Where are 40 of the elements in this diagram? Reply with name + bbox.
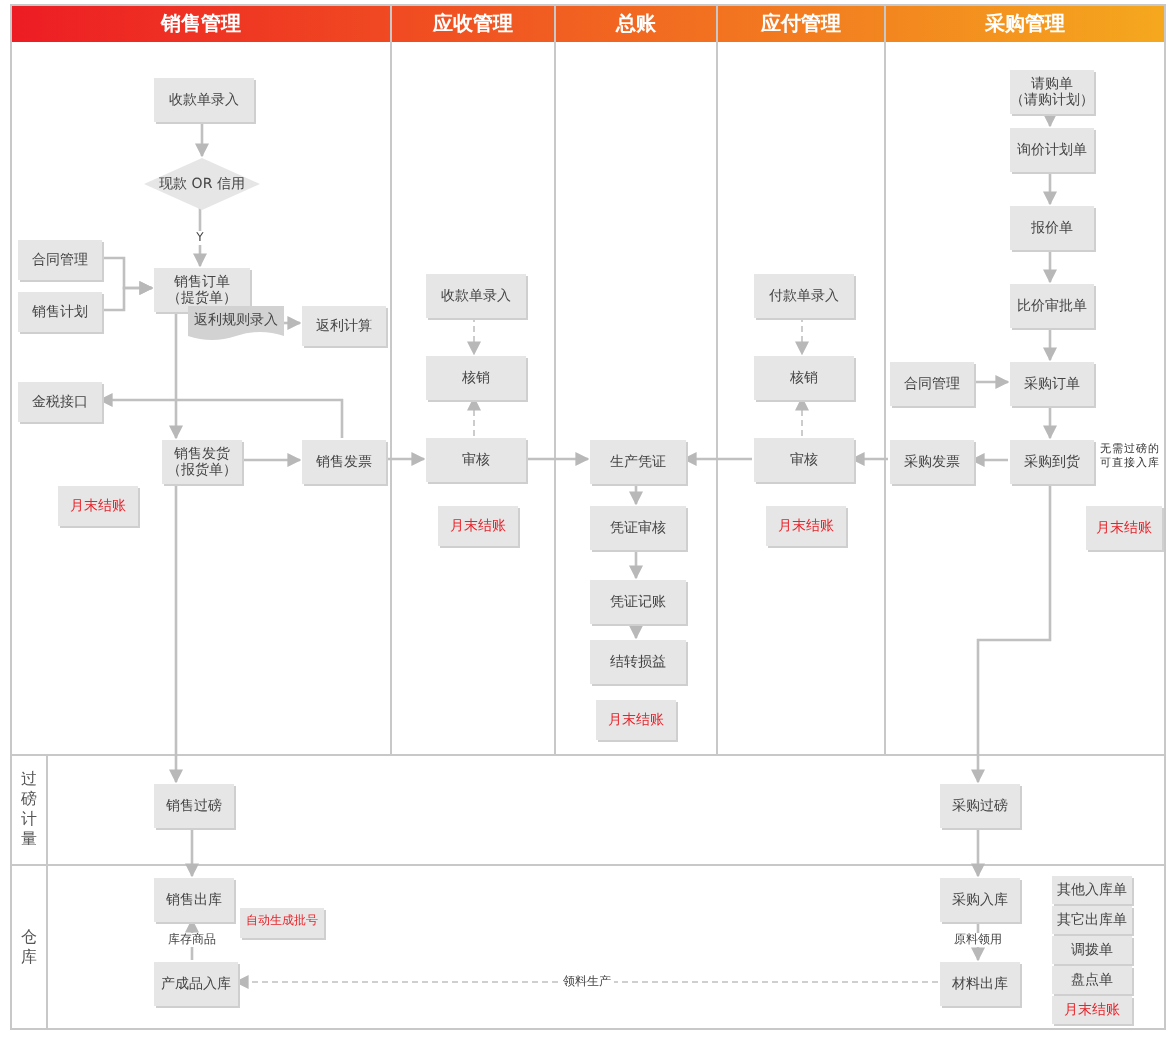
- arrow: [467, 315, 481, 356]
- arrow: [185, 826, 199, 878]
- lane-header: 应付管理: [718, 6, 884, 42]
- arrow: [169, 482, 183, 784]
- arrow: [195, 120, 209, 158]
- lane-header: 应收管理: [392, 6, 554, 42]
- arrow: [100, 281, 154, 312]
- arrow: [970, 453, 1008, 467]
- arrow: [1043, 404, 1057, 440]
- arrow: [971, 482, 1052, 784]
- arrow: [682, 452, 752, 466]
- arrow: [240, 453, 302, 467]
- arrow: [384, 452, 426, 466]
- arrow: [795, 396, 809, 437]
- arrow: [282, 316, 302, 330]
- arrow: [795, 315, 809, 356]
- lane-header: 过磅计量: [12, 756, 48, 864]
- arrow: [1043, 248, 1057, 284]
- arrow: [467, 396, 481, 437]
- swimlane: [884, 4, 1166, 756]
- lane-header: 销售管理: [12, 6, 390, 42]
- arrow: [524, 452, 590, 466]
- arrow: [629, 548, 643, 580]
- swimlane: [10, 864, 1166, 1030]
- swimlane: [10, 754, 1166, 866]
- arrow: [971, 826, 985, 878]
- arrow: [629, 482, 643, 506]
- lane-header: 采购管理: [886, 6, 1164, 42]
- swimlane: [10, 4, 392, 756]
- lane-header: 仓库: [12, 866, 48, 1028]
- arrow: [629, 622, 643, 640]
- arrow: [1043, 326, 1057, 362]
- arrow: [972, 375, 1010, 389]
- arrow: [1043, 170, 1057, 206]
- lane-header: 总账: [556, 6, 716, 42]
- arrow: [169, 310, 183, 440]
- arrow: [234, 975, 939, 989]
- arrow: [1043, 112, 1057, 128]
- arrow: [850, 452, 888, 466]
- arrow: [98, 393, 344, 438]
